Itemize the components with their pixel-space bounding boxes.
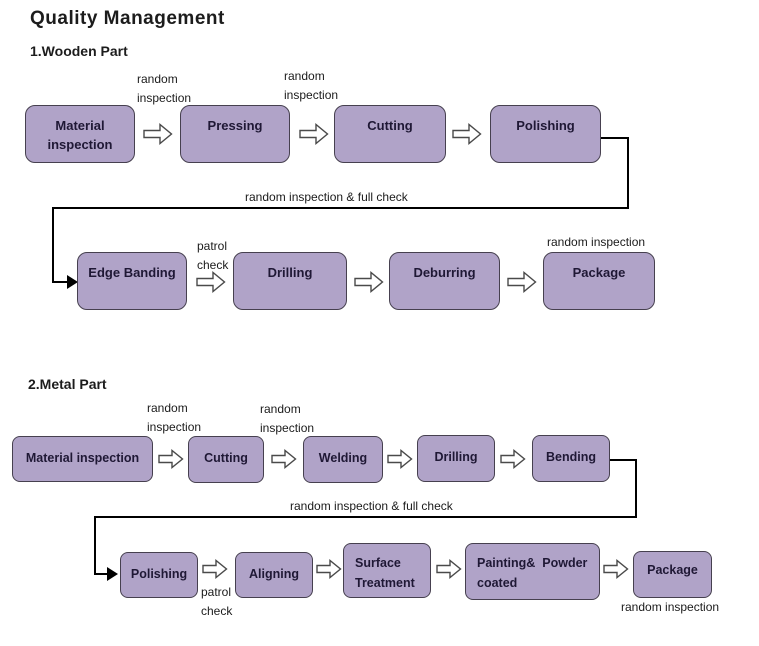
box-label-welding: Welding: [318, 451, 368, 465]
flow-arrow-icon: [202, 559, 228, 579]
box-metal-bending: Bending: [532, 435, 610, 482]
label-random-full-check-wooden: random inspection & full check: [245, 190, 408, 204]
box-label-edge-banding: Edge Banding: [88, 265, 176, 280]
connector-segment: [52, 281, 69, 283]
connector-segment: [52, 207, 629, 209]
label-random-inspection-1-metal: random inspection: [147, 401, 202, 434]
connector-arrowhead-icon: [107, 567, 118, 581]
label-random-inspection-package-metal: random inspection: [621, 600, 720, 614]
flow-arrow-icon: [299, 123, 329, 145]
box-label-deburring: Deburring: [413, 265, 476, 280]
flow-arrow-icon: [436, 559, 462, 579]
box-metal-aligning: Aligning: [235, 552, 313, 598]
box-label-painting-powder-coated: Painting& Powder coated: [477, 556, 591, 590]
page-title: Quality Management: [30, 8, 225, 29]
flow-arrow-icon: [507, 271, 537, 293]
box-label-pressing: Pressing: [207, 118, 263, 133]
box-wooden-polishing: Polishing: [490, 105, 601, 163]
connector-segment: [635, 459, 637, 518]
box-label-package: Package: [647, 563, 698, 577]
label-random-full-check-metal: random inspection & full check: [290, 499, 453, 513]
box-wooden-deburring: Deburring: [389, 252, 500, 310]
box-label-package: Package: [572, 265, 626, 280]
box-metal-painting-powder-coated: Painting& Powder coated: [465, 543, 600, 600]
box-wooden-drilling: Drilling: [233, 252, 347, 310]
label-patrol-check-metal: patrol check: [201, 585, 233, 618]
box-metal-package: Package: [633, 551, 712, 598]
flow-arrow-icon: [196, 271, 226, 293]
box-wooden-material-inspection: Material inspection: [25, 105, 135, 163]
box-label-bending: Bending: [546, 450, 596, 464]
box-wooden-cutting: Cutting: [334, 105, 446, 163]
flow-arrow-icon: [143, 123, 173, 145]
flow-arrow-icon: [603, 559, 629, 579]
connector-segment: [610, 459, 637, 461]
box-metal-cutting: Cutting: [188, 436, 264, 483]
label-random-inspection-1-wooden: random inspection: [137, 72, 192, 105]
section-heading-metal-part: 2.Metal Part: [28, 376, 107, 392]
box-metal-material-inspection: Material inspection: [12, 436, 153, 482]
connector-segment: [601, 137, 629, 139]
label-random-inspection-2-metal: random inspection: [260, 402, 315, 435]
flow-arrow-icon: [452, 123, 482, 145]
label-random-inspection-package-wooden: random inspection: [547, 235, 646, 249]
flow-arrow-icon: [271, 449, 297, 469]
box-metal-drilling: Drilling: [417, 435, 495, 482]
box-metal-polishing: Polishing: [120, 552, 198, 598]
flow-arrow-icon: [158, 449, 184, 469]
label-random-inspection-2-wooden: random inspection: [284, 69, 339, 102]
box-wooden-pressing: Pressing: [180, 105, 290, 163]
connector-arrowhead-icon: [67, 275, 78, 289]
box-label-cutting: Cutting: [367, 118, 413, 133]
box-label-polishing: Polishing: [516, 118, 575, 133]
box-label-aligning: Aligning: [249, 567, 299, 581]
connector-segment: [94, 516, 637, 518]
flow-arrow-icon: [500, 449, 526, 469]
section-heading-wooden-part: 1.Wooden Part: [30, 43, 128, 59]
label-patrol-check-wooden: patrol check: [197, 239, 229, 272]
connector-segment: [94, 573, 109, 575]
connector-segment: [627, 137, 629, 209]
box-label-drilling: Drilling: [267, 265, 313, 280]
box-wooden-edge-banding: Edge Banding: [77, 252, 187, 310]
box-metal-surface-treatment: Surface Treatment: [343, 543, 431, 598]
connector-segment: [52, 207, 54, 282]
flow-arrow-icon: [387, 449, 413, 469]
box-label-cutting: Cutting: [204, 451, 248, 465]
box-label-surface-treatment: Surface Treatment: [355, 556, 415, 590]
flow-arrow-icon: [316, 559, 342, 579]
box-label-drilling: Drilling: [434, 450, 478, 464]
box-wooden-package: Package: [543, 252, 655, 310]
box-metal-welding: Welding: [303, 436, 383, 483]
connector-segment: [94, 516, 96, 575]
box-label-material-inspection: Material inspection: [47, 118, 113, 152]
box-label-polishing: Polishing: [130, 567, 188, 581]
box-label-material-inspection: Material inspection: [25, 451, 140, 465]
flow-arrow-icon: [354, 271, 384, 293]
